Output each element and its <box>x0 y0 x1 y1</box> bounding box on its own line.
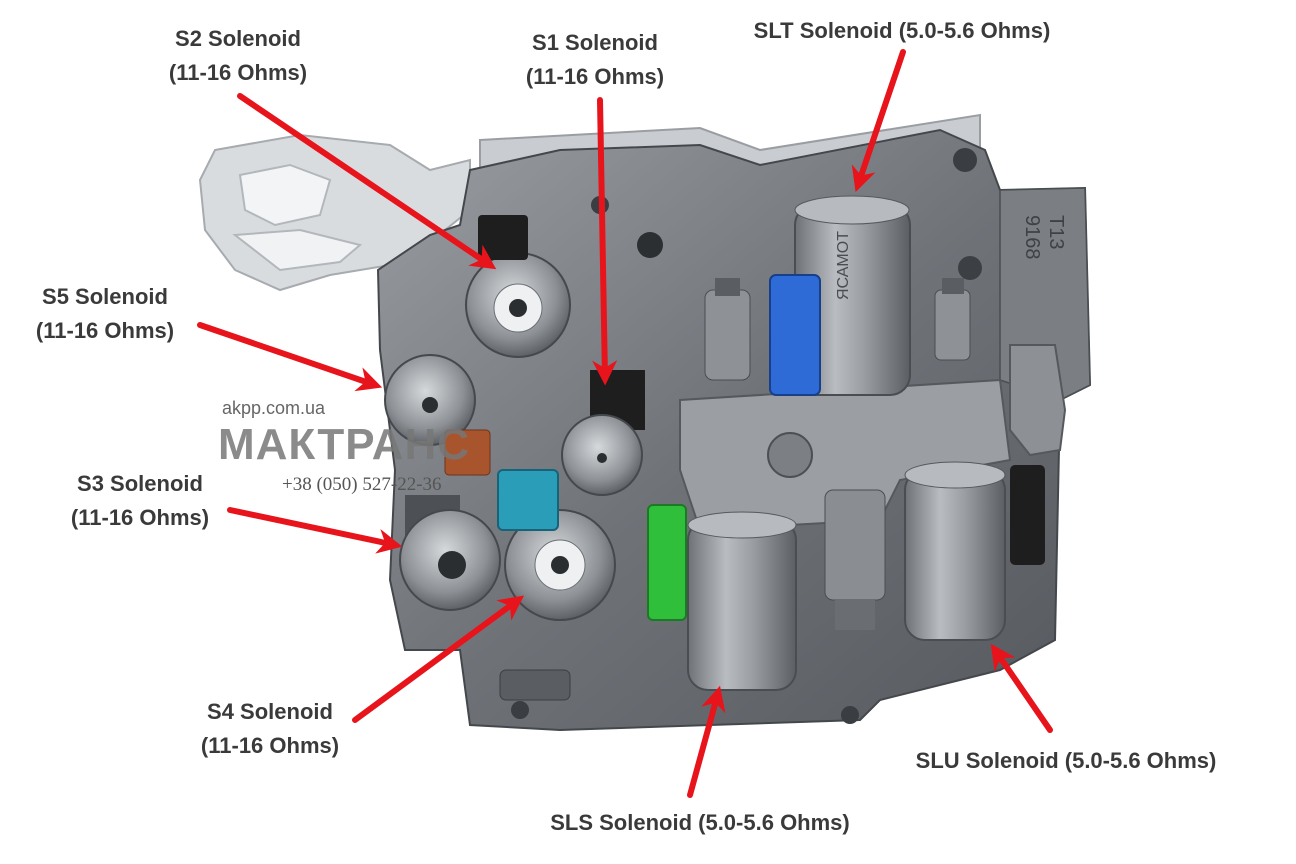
s3-solenoid-body <box>399 495 501 611</box>
label-s2: S2 Solenoid (11-16 Ohms) <box>148 22 328 90</box>
casting-mark-part: T13 <box>1045 215 1067 249</box>
s5-connector <box>444 429 491 476</box>
casting-mark-number: 9168 <box>1021 215 1043 260</box>
sls-solenoid-body <box>687 511 797 691</box>
watermark-phone: +38 (050) 527-22-36 <box>282 474 442 495</box>
casting-mark-vertical: ЯСАМОТ <box>835 231 852 300</box>
watermark-brand: МАКТРАНС <box>218 420 471 469</box>
arrow-s3 <box>227 507 403 554</box>
label-s4-spec: (11-16 Ohms) <box>200 733 340 758</box>
label-slt-name: SLT Solenoid (5.0-5.6 Ohms) <box>753 18 1051 43</box>
s1-solenoid-body <box>561 370 645 496</box>
slt-solenoid-body: ЯСАМОТ <box>794 195 911 396</box>
label-s5-spec: (11-16 Ohms) <box>35 318 175 343</box>
label-s1-name: S1 Solenoid <box>532 30 658 55</box>
valve-studs <box>704 256 982 381</box>
arrow-s1 <box>592 97 618 386</box>
s5-solenoid-body <box>384 354 476 446</box>
arrow-slt <box>851 49 906 193</box>
label-s3-spec: (11-16 Ohms) <box>70 505 210 530</box>
label-s3-name: S3 Solenoid <box>77 471 203 496</box>
callout-arrows <box>197 49 1053 798</box>
label-s2-spec: (11-16 Ohms) <box>168 60 308 85</box>
slt-connector <box>769 274 821 396</box>
label-s4-name: S4 Solenoid <box>207 699 333 724</box>
slu-connector <box>1010 465 1045 565</box>
label-s1: S1 Solenoid (11-16 Ohms) <box>505 26 685 94</box>
arrow-s4 <box>352 595 525 723</box>
arrow-sls <box>687 685 726 798</box>
label-sls-name: SLS Solenoid (5.0-5.6 Ohms) <box>550 810 850 835</box>
arrow-slu <box>990 643 1053 733</box>
label-s5: S5 Solenoid (11-16 Ohms) <box>15 280 195 348</box>
watermark-site: akpp.com.ua <box>222 398 326 418</box>
arrow-s5 <box>197 322 383 392</box>
s2-solenoid-body <box>465 252 571 358</box>
label-slu-name: SLU Solenoid (5.0-5.6 Ohms) <box>915 748 1217 773</box>
label-s1-spec: (11-16 Ohms) <box>525 64 665 89</box>
s4-solenoid-body <box>504 509 616 621</box>
label-s5-name: S5 Solenoid <box>42 284 168 309</box>
center-valve <box>824 489 886 630</box>
label-slt: SLT Solenoid (5.0-5.6 Ohms) <box>722 14 1082 48</box>
slu-solenoid-body <box>904 461 1006 641</box>
s2-connector <box>478 215 528 260</box>
label-slu: SLU Solenoid (5.0-5.6 Ohms) <box>886 744 1246 778</box>
s4-connector <box>497 469 559 531</box>
sls-connector <box>647 504 687 621</box>
label-s2-name: S2 Solenoid <box>175 26 301 51</box>
label-s4: S4 Solenoid (11-16 Ohms) <box>180 695 360 763</box>
arrow-s2 <box>237 93 497 270</box>
label-sls: SLS Solenoid (5.0-5.6 Ohms) <box>520 806 880 840</box>
solenoid-bracket <box>679 344 1067 532</box>
label-s3: S3 Solenoid (11-16 Ohms) <box>50 467 230 535</box>
